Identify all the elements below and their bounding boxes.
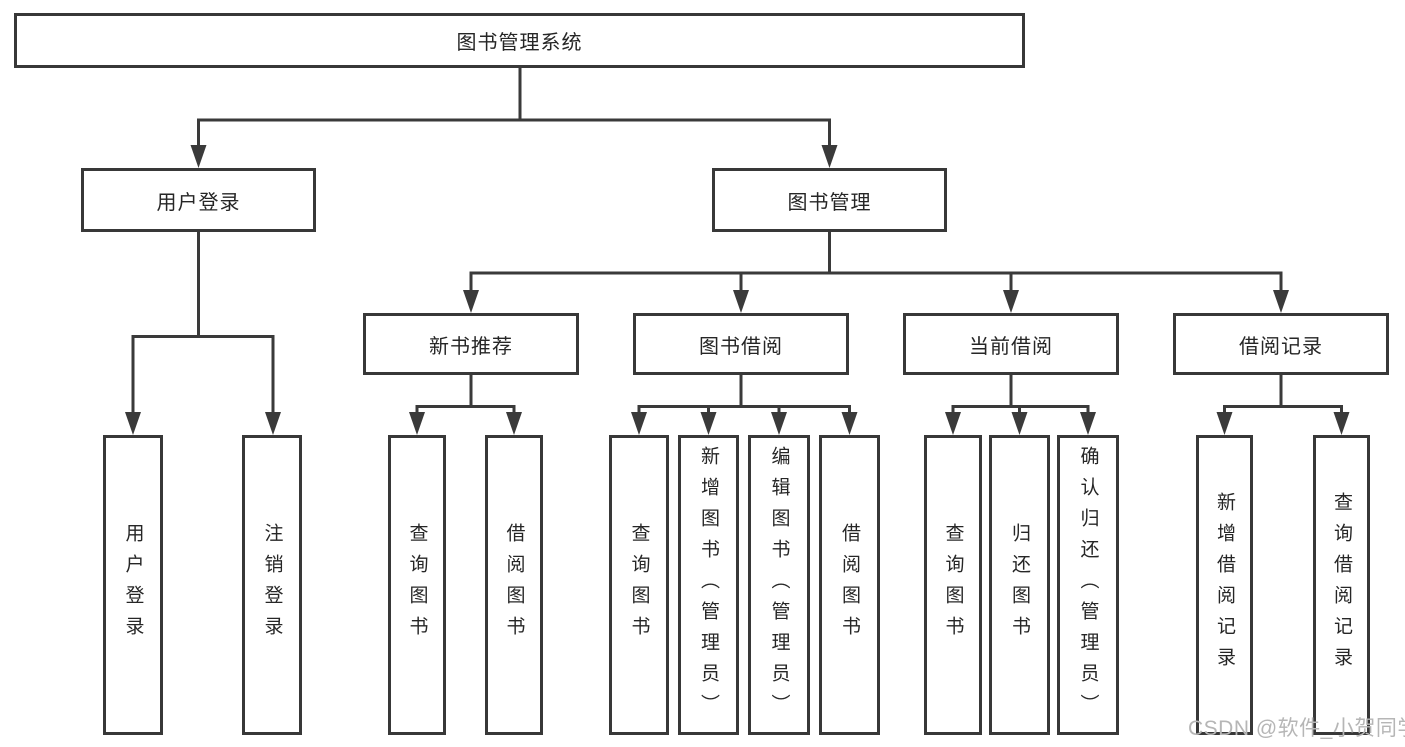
node-current-borrow: 当前借阅 <box>903 313 1119 375</box>
arrow-head-leaf-add-book <box>700 412 717 435</box>
node-leaf-borrow-book-1: 借阅图书 <box>485 435 543 735</box>
node-book-management: 图书管理 <box>712 168 947 232</box>
arrow-head-leaf-query-book-1 <box>409 412 425 435</box>
arrow-head-leaf-edit-book <box>771 412 787 435</box>
node-user-login: 用户登录 <box>81 168 316 232</box>
node-leaf-add-borrow-record: 新增借阅记录 <box>1196 435 1253 735</box>
node-borrow-records: 借阅记录 <box>1173 313 1389 375</box>
arrow-head-new-book-recommend <box>463 290 479 313</box>
edge-new-book-recommend-children <box>415 375 516 418</box>
node-book-borrow-label: 图书借阅 <box>699 335 783 358</box>
node-leaf-edit-book-admin: 编辑图书（管理员） <box>748 435 810 735</box>
arrow-head-leaf-borrow-book-2 <box>841 412 858 435</box>
node-leaf-query-book-2: 查询图书 <box>609 435 669 735</box>
arrow-head-leaf-return-book <box>1011 412 1028 435</box>
node-leaf-confirm-return-admin: 确认归还（管理员） <box>1057 435 1119 735</box>
node-leaf-return-book: 归还图书 <box>989 435 1050 735</box>
arrow-head-leaf-logout <box>265 412 281 435</box>
edge-borrow-records-children <box>1223 375 1343 418</box>
node-new-book-recommend: 新书推荐 <box>363 313 579 375</box>
node-leaf-logout: 注销登录 <box>242 435 302 735</box>
arrow-head-book-management <box>821 145 838 168</box>
edge-root-to-level2 <box>197 68 831 150</box>
arrow-head-book-borrow <box>733 290 749 313</box>
arrow-head-borrow-records <box>1273 290 1289 313</box>
arrow-head-leaf-query-book-3 <box>945 412 961 435</box>
node-book-management-label: 图书管理 <box>787 191 872 214</box>
arrow-head-leaf-add-record <box>1216 412 1233 435</box>
edge-book-borrow-children <box>637 375 851 418</box>
watermark-text: CSDN @软件_小贺同学 <box>1188 717 1405 740</box>
node-leaf-query-borrow-record: 查询借阅记录 <box>1313 435 1370 735</box>
node-new-book-recommend-label: 新书推荐 <box>429 335 513 358</box>
node-user-login-label: 用户登录 <box>156 191 241 214</box>
node-leaf-user-login: 用户登录 <box>103 435 163 735</box>
arrow-head-user-login <box>190 145 207 168</box>
edge-current-borrow-children <box>951 375 1090 418</box>
arrow-head-leaf-query-record <box>1333 412 1350 435</box>
node-current-borrow-label: 当前借阅 <box>969 335 1053 358</box>
arrow-head-leaf-user-login <box>125 412 141 435</box>
node-leaf-query-book-1: 查询图书 <box>388 435 446 735</box>
arrow-head-current-borrow <box>1003 290 1019 313</box>
edge-user-login-children <box>131 232 275 415</box>
node-root: 图书管理系统 <box>14 13 1025 68</box>
arrow-head-leaf-confirm-return <box>1080 412 1096 435</box>
node-leaf-query-book-3: 查询图书 <box>924 435 982 735</box>
node-book-borrow: 图书借阅 <box>633 313 849 375</box>
node-leaf-borrow-book-2: 借阅图书 <box>819 435 880 735</box>
arrow-head-leaf-query-book-2 <box>631 412 647 435</box>
arrow-head-leaf-borrow-book-1 <box>506 412 522 435</box>
node-root-label: 图书管理系统 <box>456 32 583 54</box>
node-leaf-add-book-admin: 新增图书（管理员） <box>678 435 739 735</box>
edge-book-management-sections <box>469 232 1283 293</box>
arrow-heads <box>125 145 1350 435</box>
node-borrow-records-label: 借阅记录 <box>1239 335 1323 358</box>
